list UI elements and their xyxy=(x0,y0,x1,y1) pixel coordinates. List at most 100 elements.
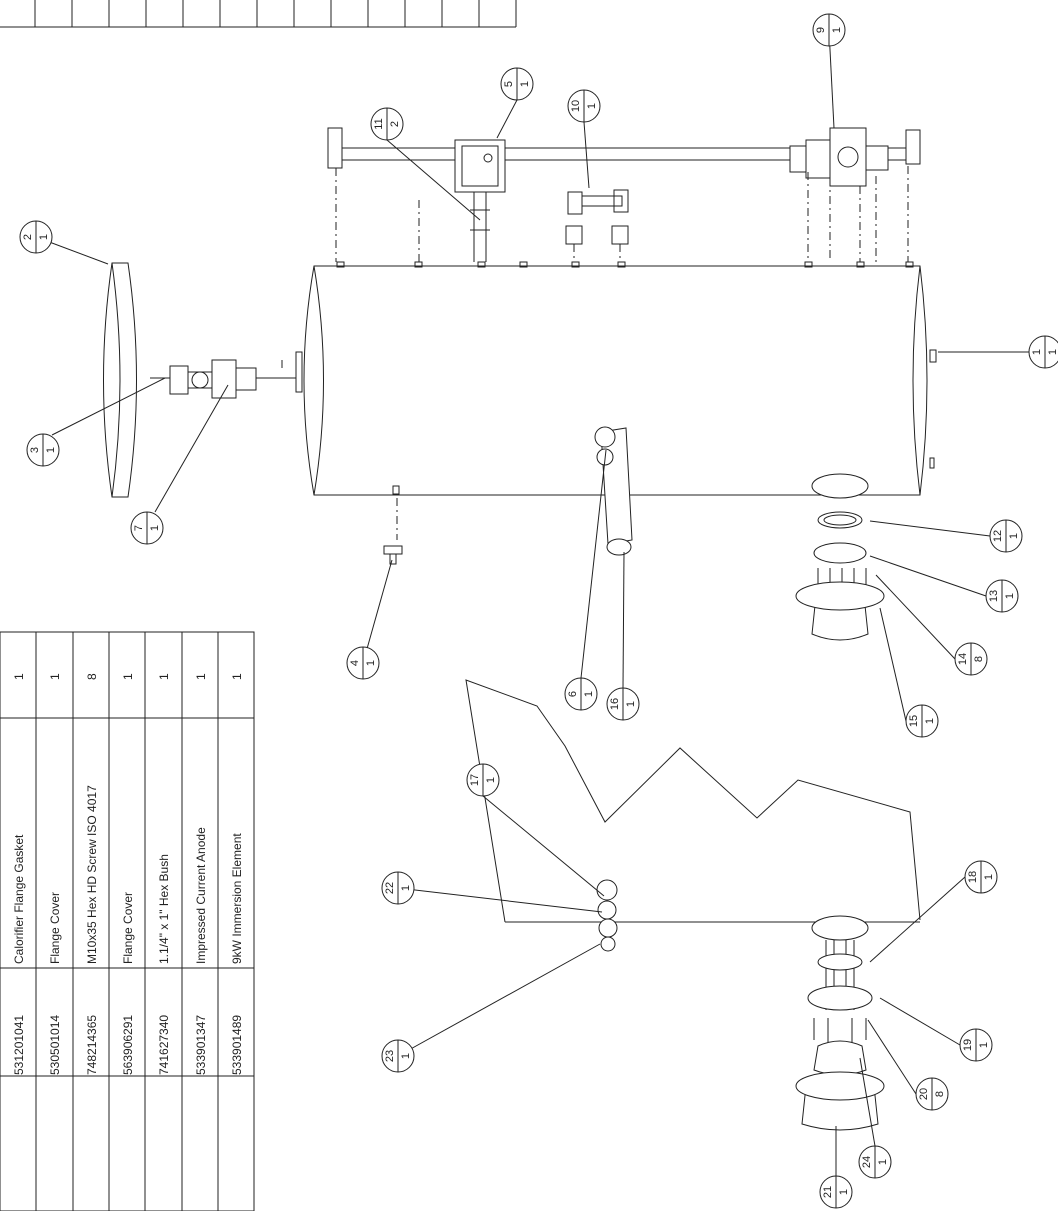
balloon-item: 4 xyxy=(349,660,361,666)
drain-plug xyxy=(383,545,403,565)
pressure-valve-assembly xyxy=(150,351,303,399)
bom-description: Flange Cover xyxy=(121,892,135,964)
bom-part-no: 748214365 xyxy=(85,1015,99,1075)
balloon-18: 18 1 xyxy=(964,860,998,894)
calorifier-cylinder xyxy=(303,261,937,496)
bom-row: 748214365 M10x35 Hex HD Screw ISO 4017 8 xyxy=(85,673,99,1075)
balloon-4: 4 1 xyxy=(346,646,380,680)
balloon-qty: 2 xyxy=(389,121,401,127)
balloon-qty: 1 xyxy=(978,1042,990,1048)
balloon-qty: 1 xyxy=(586,103,598,109)
anode-rod xyxy=(594,426,633,556)
bom-table xyxy=(0,631,255,1211)
balloon-qty: 1 xyxy=(831,27,843,33)
pipe-manifold xyxy=(327,127,921,262)
balloon-16: 16 1 xyxy=(606,687,640,721)
bom-row: 531201041 Calorifier Flange Gasket 1 xyxy=(12,673,26,1075)
balloon-item: 19 xyxy=(962,1039,974,1051)
bom-qty: 1 xyxy=(194,673,208,680)
bom-row: 530501014 Flange Cover 1 xyxy=(48,673,62,1075)
bom-row: 563906291 Flange Cover 1 xyxy=(121,673,135,1075)
balloon-24: 24 1 xyxy=(858,1145,892,1179)
bom-text: 531201041 Calorifier Flange Gasket 1 530… xyxy=(12,673,244,1075)
bom-qty: 1 xyxy=(12,673,26,680)
balloon-qty: 1 xyxy=(1047,349,1058,355)
balloon-17: 17 1 xyxy=(466,763,500,797)
balloon-3: 3 1 xyxy=(26,433,60,467)
bom-part-no: 530501014 xyxy=(48,1015,62,1075)
bom-part-no: 563906291 xyxy=(121,1015,135,1075)
balloon-item: 6 xyxy=(567,691,579,697)
balloon-qty: 1 xyxy=(45,447,57,453)
balloon-qty: 1 xyxy=(625,701,637,707)
bom-part-no: 533901489 xyxy=(230,1015,244,1075)
balloon-item: 18 xyxy=(967,871,979,883)
balloon-10: 10 1 xyxy=(567,89,601,123)
balloon-item: 7 xyxy=(133,525,145,531)
balloon-20: 20 8 xyxy=(915,1077,949,1111)
balloon-qty: 1 xyxy=(38,234,50,240)
balloon-item: 15 xyxy=(908,715,920,727)
balloon-qty: 1 xyxy=(924,718,936,724)
bom-qty: 1 xyxy=(157,673,171,680)
balloon-6: 6 1 xyxy=(564,677,598,711)
balloon-qty: 1 xyxy=(519,81,531,87)
balloon-qty: 1 xyxy=(400,885,412,891)
bom-description: M10x35 Hex HD Screw ISO 4017 xyxy=(85,785,99,964)
balloon-item: 14 xyxy=(957,653,969,665)
balloon-11: 11 2 xyxy=(370,107,404,141)
balloon-item: 13 xyxy=(988,590,1000,602)
balloon-1: 1 1 xyxy=(1028,335,1058,369)
balloon-item: 10 xyxy=(570,100,582,112)
assembly-centre-lines xyxy=(335,166,909,540)
bom-qty: 1 xyxy=(48,673,62,680)
bom-qty: 8 xyxy=(85,673,99,680)
balloon-12: 12 1 xyxy=(989,519,1023,553)
balloon-23: 23 1 xyxy=(381,1039,415,1073)
balloon-item: 20 xyxy=(918,1088,930,1100)
balloon-qty: 1 xyxy=(838,1189,850,1195)
title-block-strip xyxy=(0,0,517,28)
bom-qty: 1 xyxy=(230,673,244,680)
bom-part-no: 533901347 xyxy=(194,1015,208,1075)
bom-description: Flange Cover xyxy=(48,892,62,964)
balloon-item: 12 xyxy=(992,530,1004,542)
leader-lines xyxy=(35,29,1036,1188)
bom-row: 533901347 Impressed Current Anode 1 xyxy=(194,673,208,1075)
balloons: 1 1 2 1 3 1 4 1 5 1 6 1 7 xyxy=(19,13,1058,1209)
balloon-13: 13 1 xyxy=(985,579,1019,613)
balloon-item: 1 xyxy=(1031,349,1043,355)
bom-row: 533901489 9kW Immersion Element 1 xyxy=(230,673,244,1075)
balloon-item: 11 xyxy=(373,118,385,129)
balloon-item: 24 xyxy=(861,1156,873,1168)
balloon-19: 19 1 xyxy=(959,1028,993,1062)
bom-description: Impressed Current Anode xyxy=(194,827,208,964)
balloon-qty: 8 xyxy=(973,656,985,662)
bom-description: 1.1/4" x 1" Hex Bush xyxy=(157,854,171,964)
balloon-item: 3 xyxy=(29,447,41,453)
balloon-15: 15 1 xyxy=(905,704,939,738)
broken-section-outline xyxy=(465,679,921,923)
balloon-qty: 1 xyxy=(983,874,995,880)
balloon-22: 22 1 xyxy=(381,871,415,905)
balloon-9: 9 1 xyxy=(812,13,846,47)
bom-part-no: 741627340 xyxy=(157,1015,171,1075)
balloon-item: 2 xyxy=(22,234,34,240)
balloon-qty: 1 xyxy=(149,525,161,531)
balloon-item: 9 xyxy=(815,27,827,33)
balloon-item: 17 xyxy=(469,774,481,786)
lower-fittings xyxy=(596,879,618,952)
balloon-item: 23 xyxy=(384,1050,396,1062)
balloon-qty: 1 xyxy=(365,660,377,666)
bom-row: 741627340 1.1/4" x 1" Hex Bush 1 xyxy=(157,673,171,1075)
balloon-qty: 8 xyxy=(934,1091,946,1097)
bom-qty: 1 xyxy=(121,673,135,680)
balloon-qty: 1 xyxy=(583,691,595,697)
bom-part-no: 531201041 xyxy=(12,1015,26,1075)
insulation-disc xyxy=(103,262,137,498)
balloon-qty: 1 xyxy=(1004,593,1016,599)
balloon-item: 22 xyxy=(384,882,396,894)
bom-description: 9kW Immersion Element xyxy=(230,833,244,964)
flange-stack-upper xyxy=(795,473,885,641)
